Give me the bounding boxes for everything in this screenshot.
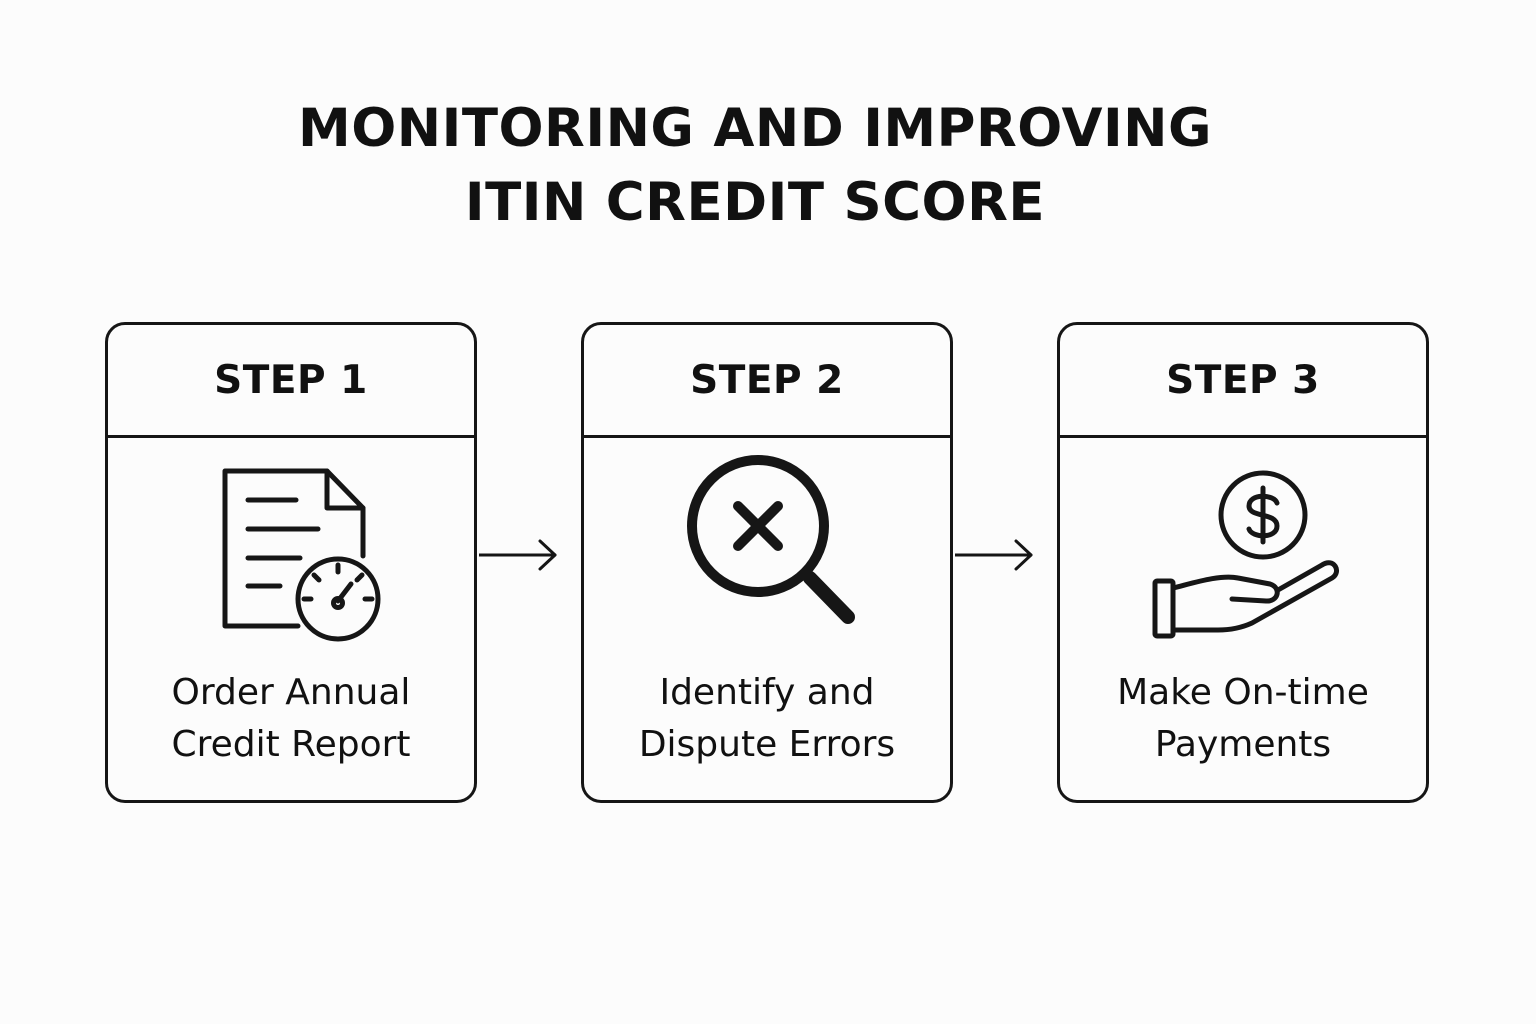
credit-report-gauge-icon (108, 438, 474, 658)
step-1-header: STEP 1 (108, 325, 474, 438)
step-3-label-line-1: Make On-time (1117, 672, 1369, 713)
step-3-card: STEP 3 Make On-time Payments (1057, 322, 1429, 803)
title-line-2: ITIN CREDIT SCORE (464, 172, 1046, 233)
magnifier-x-icon (584, 438, 950, 658)
step-3-label-line-2: Payments (1154, 724, 1332, 765)
step-1-label: Order Annual Credit Report (118, 667, 464, 771)
step-1-label-line-2: Credit Report (171, 724, 411, 765)
step-2-header: STEP 2 (584, 325, 950, 438)
arrow-right-icon (479, 539, 557, 571)
step-2-label-line-2: Dispute Errors (638, 724, 896, 765)
step-1-card: STEP 1 Order Annual Credit Report (105, 322, 477, 803)
step-3-label: Make On-time Payments (1070, 667, 1416, 771)
step-3-header: STEP 3 (1060, 325, 1426, 438)
step-2-label: Identify and Dispute Errors (594, 667, 940, 771)
title-line-1: MONITORING AND IMPROVING (297, 98, 1213, 159)
step-2-card: STEP 2 Identify and Dispute Errors (581, 322, 953, 803)
arrow-right-icon (955, 539, 1033, 571)
hand-dollar-coin-icon (1060, 438, 1426, 658)
step-1-label-line-1: Order Annual (171, 672, 411, 713)
step-2-label-line-1: Identify and (659, 672, 875, 713)
page-title: MONITORING AND IMPROVING ITIN CREDIT SCO… (0, 92, 1510, 240)
